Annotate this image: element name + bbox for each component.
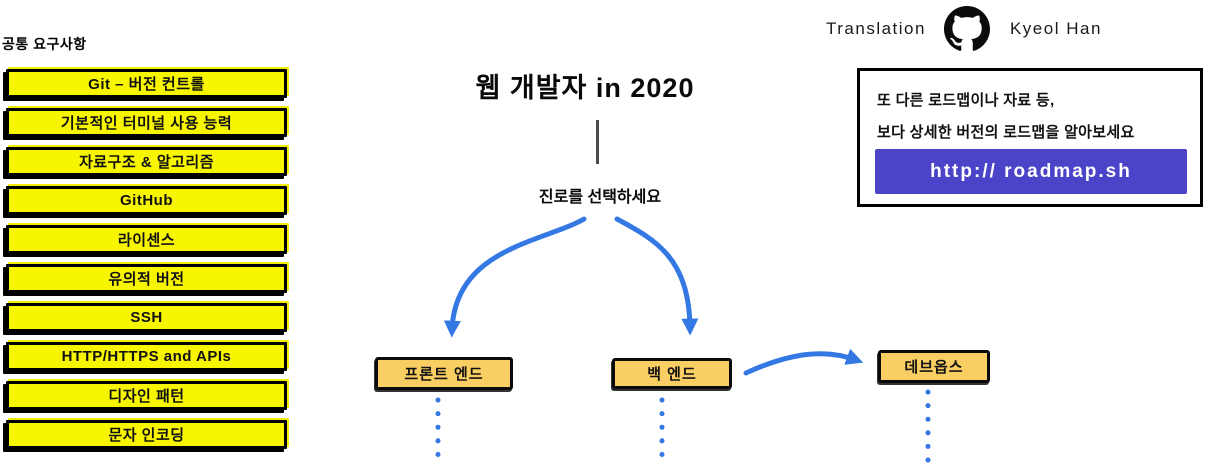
requirement-label: 라이센스 <box>117 232 176 249</box>
translator-name: Kyeol Han <box>1009 19 1102 38</box>
requirements-heading: 공통 요구사항 <box>2 36 87 52</box>
requirement-box[interactable]: 유의적 버전 <box>6 264 287 293</box>
path-box-devops[interactable]: 데브옵스 <box>878 350 990 383</box>
path-box-backend[interactable]: 백 엔드 <box>612 358 732 389</box>
github-icon[interactable] <box>943 6 990 52</box>
requirement-box[interactable]: SSH <box>6 303 287 332</box>
requirement-label: HTTP/HTTPS and APIs <box>61 348 232 365</box>
info-text-line2: 보다 상세한 버전의 로드맵을 알아보세요 <box>877 124 1135 141</box>
requirement-label: 자료구조 & 알고리즘 <box>78 154 215 171</box>
requirement-label: 디자인 패턴 <box>108 388 185 405</box>
requirement-box[interactable]: 기본적인 터미널 사용 능력 <box>6 108 287 137</box>
requirement-box[interactable]: HTTP/HTTPS and APIs <box>6 342 287 371</box>
requirement-box[interactable]: 라이센스 <box>6 225 287 254</box>
choose-path-label: 진로를 선택하세요 <box>538 189 662 206</box>
requirement-label: 유의적 버전 <box>108 271 185 288</box>
requirement-box[interactable]: 문자 인코딩 <box>6 420 287 449</box>
arrow-to-backend <box>614 216 699 336</box>
title-connector-line <box>596 120 599 164</box>
requirement-label: 문자 인코딩 <box>108 427 185 444</box>
translation-credit: Translation Kyeol Han <box>826 5 1102 53</box>
arrow-to-devops <box>743 348 864 376</box>
requirements-list: Git – 버전 컨트롤 기본적인 터미널 사용 능력 자료구조 & 알고리즘 … <box>6 69 287 459</box>
roadmap-url-button[interactable]: http:// roadmap.sh <box>875 149 1187 194</box>
requirement-label: SSH <box>130 309 163 326</box>
path-box-frontend[interactable]: 프론트 엔드 <box>375 357 513 390</box>
requirement-label: Git – 버전 컨트롤 <box>88 76 205 93</box>
requirement-box[interactable]: 디자인 패턴 <box>6 381 287 410</box>
requirement-box[interactable]: GitHub <box>6 186 287 215</box>
requirement-label: 기본적인 터미널 사용 능력 <box>60 115 233 132</box>
requirement-box[interactable]: 자료구조 & 알고리즘 <box>6 147 287 176</box>
arrow-to-frontend <box>443 216 587 338</box>
page-title: 웹 개발자 in 2020 <box>475 73 695 103</box>
requirement-label: GitHub <box>120 192 173 209</box>
requirement-box[interactable]: Git – 버전 컨트롤 <box>6 69 287 98</box>
roadmap-info-box: 또 다른 로드맵이나 자료 등, 보다 상세한 버전의 로드맵을 알아보세요 h… <box>857 68 1203 207</box>
info-text-line1: 또 다른 로드맵이나 자료 등, <box>877 92 1055 109</box>
translation-label: Translation <box>826 19 926 38</box>
